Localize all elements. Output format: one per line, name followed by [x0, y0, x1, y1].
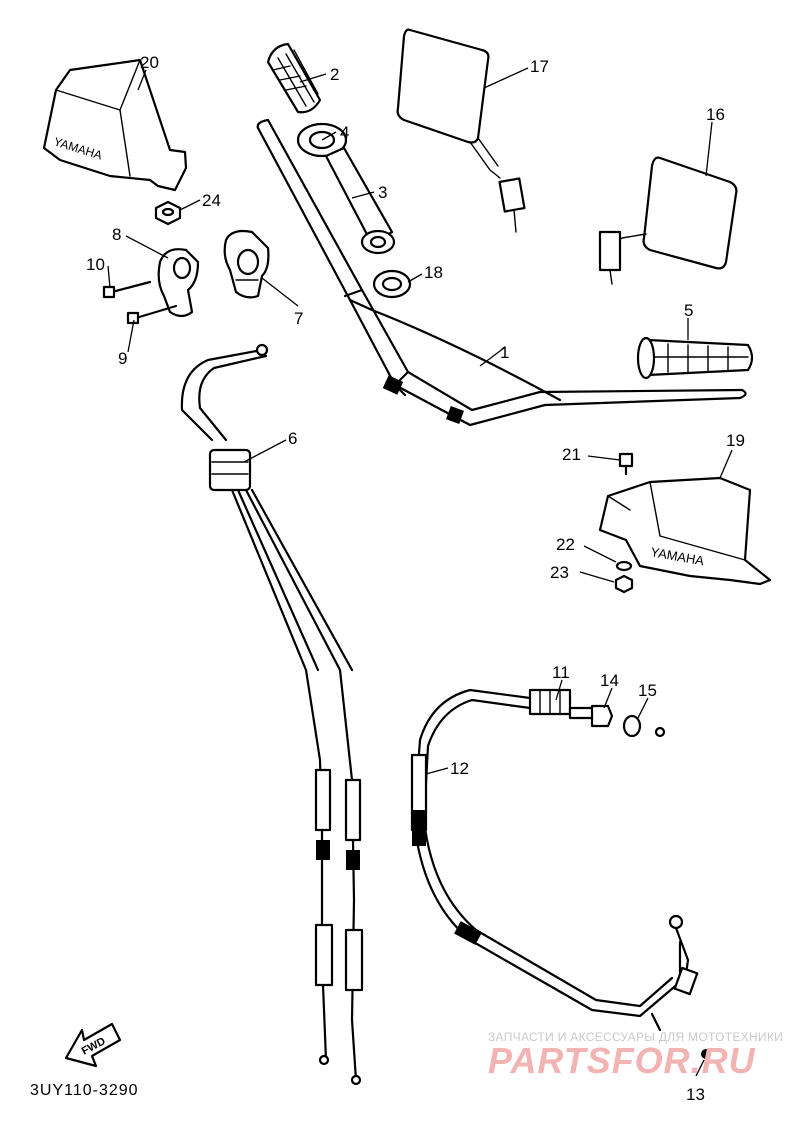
screw-9	[126, 304, 178, 325]
throttle-cable-assembly	[180, 343, 364, 1086]
left-grip	[266, 42, 322, 114]
callout-17: 17	[530, 57, 549, 76]
callout-6: 6	[288, 429, 297, 448]
callout-8: 8	[112, 225, 121, 244]
throttle-housing	[223, 229, 270, 299]
handlebar	[256, 118, 747, 427]
clutch-cable	[410, 688, 711, 1059]
washer-22	[615, 560, 633, 572]
left-mirror	[396, 28, 526, 233]
bolt-21	[618, 452, 634, 476]
callout-23: 23	[550, 563, 569, 582]
callout-19: 19	[726, 431, 745, 450]
callout-7: 7	[294, 309, 303, 328]
callout-20: 20	[140, 53, 159, 72]
grip-collar	[372, 269, 412, 299]
watermark-subtitle: ЗАПЧАСТИ И АКСЕССУАРЫ ДЛЯ МОТОТЕХНИКИ	[488, 1030, 784, 1044]
leader-lines	[107, 67, 733, 1077]
callout-18: 18	[424, 263, 443, 282]
callout-numbers: 1 2 3 4 5 6 7 8 9 10 11 12 13 14 15 16 1…	[86, 53, 745, 1104]
callout-14: 14	[600, 671, 619, 690]
right-mirror	[598, 156, 738, 285]
callout-22: 22	[556, 535, 575, 554]
nut-23	[614, 574, 634, 594]
callout-21: 21	[562, 445, 581, 464]
callout-2: 2	[330, 65, 339, 84]
diagram-code: 3UY110-3290	[30, 1082, 139, 1099]
right-hand-guard: YAMAHA	[598, 476, 772, 586]
fwd-arrow: FWD	[64, 1022, 122, 1068]
screw-10	[102, 280, 152, 299]
callout-5: 5	[684, 301, 693, 320]
callout-1: 1	[500, 343, 509, 362]
callout-13: 13	[686, 1085, 705, 1104]
left-hand-guard: YAMAHA	[42, 58, 188, 192]
nut-24	[154, 200, 182, 226]
grip-holder	[157, 248, 200, 318]
callout-9: 9	[118, 349, 127, 368]
callout-3: 3	[378, 183, 387, 202]
callout-10: 10	[86, 255, 105, 274]
callout-4: 4	[340, 123, 349, 142]
right-grip	[636, 336, 754, 380]
callout-24: 24	[202, 191, 221, 210]
callout-11: 11	[552, 663, 570, 682]
callout-12: 12	[450, 759, 469, 778]
watermark-site: PARTSFOR.RU	[488, 1040, 756, 1081]
callout-15: 15	[638, 681, 657, 700]
callout-16: 16	[706, 105, 725, 124]
